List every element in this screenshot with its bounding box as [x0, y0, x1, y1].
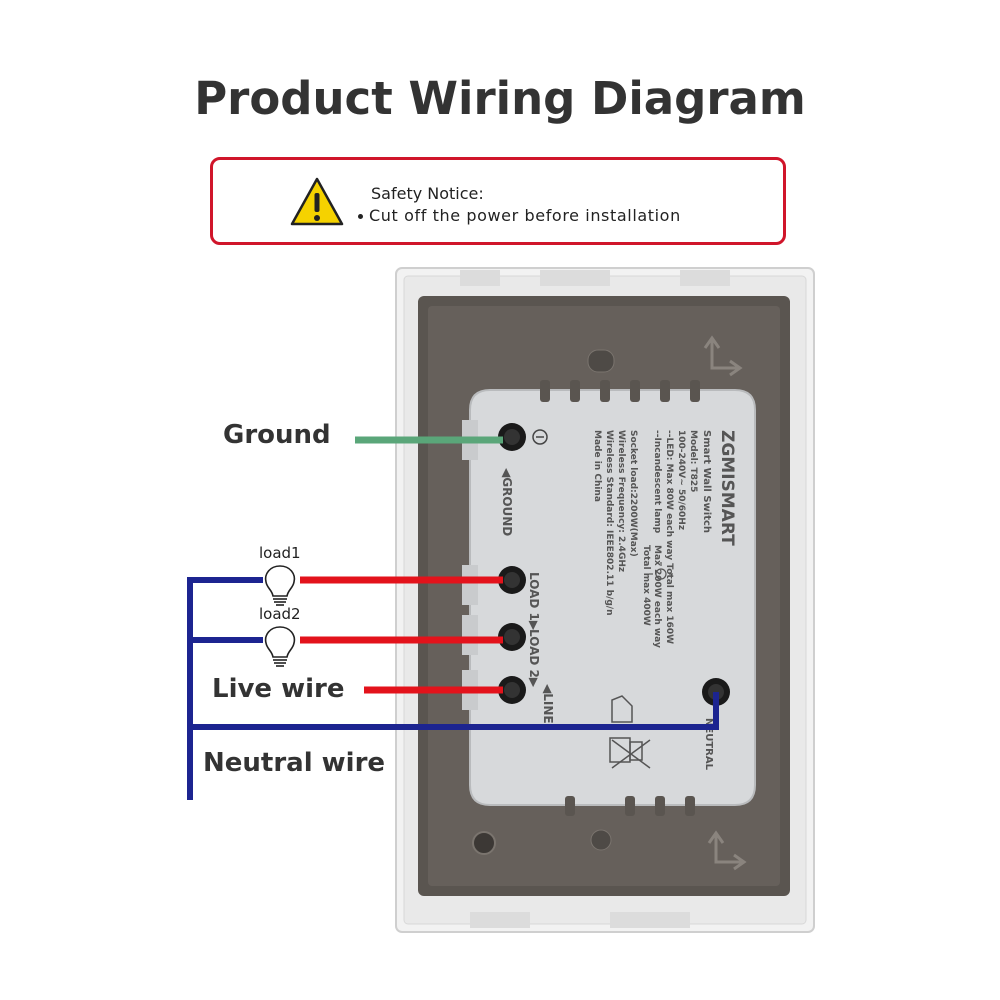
live-wire-label: Live wire [212, 674, 345, 704]
neutral-wire [187, 577, 719, 800]
device-frequency: Wireless Frequency: 2.4GHz [616, 430, 626, 572]
device-brand: ZGMISMART [717, 430, 737, 546]
device-origin: Made in China [592, 430, 602, 502]
terminal-label-load1: LOAD 1▶ [527, 572, 541, 631]
bullet-icon [358, 214, 363, 219]
device-led-spec: --LED: Max 80W each way Total max 160W [664, 430, 674, 644]
crossed-bin-icon [609, 737, 651, 769]
device-incandescent-total: Total max 400W [641, 545, 651, 626]
device-product: Smart Wall Switch [701, 430, 712, 533]
corner-arrow-icon [703, 335, 743, 377]
switch-module [469, 389, 756, 806]
device-voltage: 100-240V~ 50/60Hz [676, 430, 686, 530]
terminal-label-line: ◀LINE [541, 684, 555, 724]
terminal-label-load2: LOAD 2▶ [527, 629, 541, 688]
warning-icon [290, 177, 344, 226]
neutral-wire-label: Neutral wire [203, 748, 386, 778]
device-standard: Wireless Standard: IEEE802.11 b/g/n [604, 430, 614, 616]
safety-notice-box: Safety Notice: Cut off the power before … [210, 157, 786, 245]
bulb-icon-load2 [264, 626, 296, 667]
device-socket-load: Socket load:2200W(Max) [628, 430, 638, 557]
ground-label: Ground [223, 420, 331, 450]
ground-symbol-icon [532, 429, 548, 445]
page-title: Product Wiring Diagram [194, 72, 806, 125]
terminal-load2 [498, 623, 526, 651]
load2-label: load2 [259, 605, 301, 623]
terminal-ground [498, 423, 526, 451]
load1-label: load1 [259, 544, 301, 562]
terminal-label-neutral: NEUTRAL [703, 718, 714, 771]
device-incandescent: --Incandescent lamp [652, 430, 662, 534]
lamp-symbol-icon [649, 562, 673, 580]
device-model: Model: T825 [688, 430, 698, 492]
terminal-label-ground: ◀GROUND [500, 468, 514, 536]
safety-notice-text: Cut off the power before installation [369, 206, 681, 225]
safety-notice-heading: Safety Notice: [371, 184, 484, 203]
house-symbol-icon [611, 695, 633, 723]
device-incandescent-max: Max 200W each way [652, 545, 662, 648]
safety-notice-item: Cut off the power before installation [358, 206, 681, 225]
terminal-line [498, 676, 526, 704]
corner-arrow-icon [707, 830, 747, 871]
bulb-icon-load1 [264, 565, 296, 606]
terminal-load1 [498, 566, 526, 594]
